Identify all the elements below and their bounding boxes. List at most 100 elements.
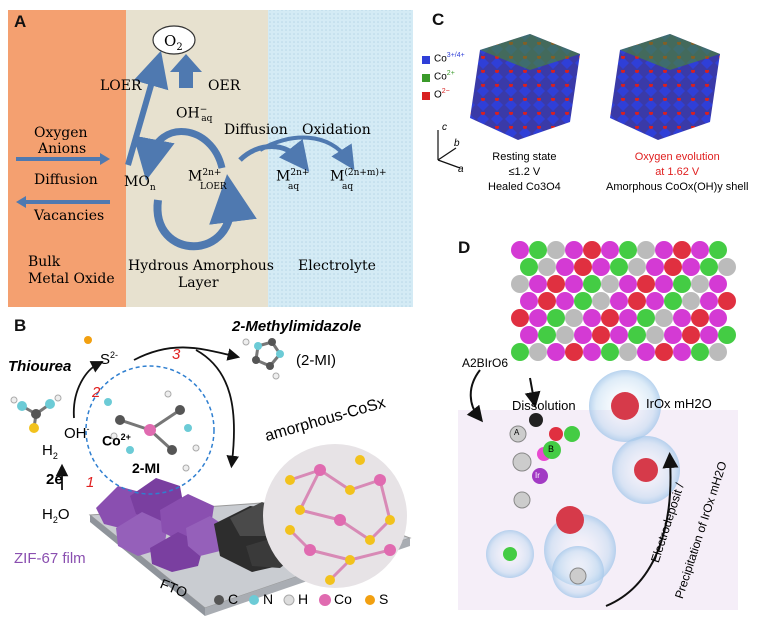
panel-c: C Co3+/4+ Co2+ O2− c b a Resting state ≤…	[420, 0, 757, 210]
lattice-atom	[691, 309, 709, 327]
lattice-atom	[673, 343, 691, 361]
lattice-atom	[601, 241, 619, 259]
hydroxide-label: OH-	[64, 424, 90, 442]
step3-label: 3	[172, 346, 181, 363]
sulfide-ion-label: S2-	[100, 350, 119, 368]
co-mi-complex	[104, 390, 200, 472]
lattice-atom	[556, 258, 574, 276]
lattice-atom	[682, 258, 700, 276]
irox-label: IrOx mH2O	[646, 396, 712, 411]
lattice-atom	[592, 292, 610, 310]
lattice-atom	[511, 343, 529, 361]
m-aq-oxidized-label: M(2n+m)+aq	[330, 168, 387, 192]
lattice-atom	[664, 326, 682, 344]
lattice-atom	[691, 275, 709, 293]
lattice-atom	[619, 309, 637, 327]
lattice-atom	[583, 343, 601, 361]
legend-s: S	[379, 591, 389, 607]
hydrous-label-2: Layer	[178, 275, 219, 291]
lattice-atom	[628, 258, 646, 276]
legend-s-atom	[365, 595, 375, 605]
lattice-atom	[628, 292, 646, 310]
zif67-label: ZIF-67 film	[14, 550, 86, 567]
dissolution-arrow-left	[466, 369, 483, 423]
water-label: H2O	[42, 506, 70, 525]
lattice-atom	[673, 309, 691, 327]
lattice-atom	[682, 326, 700, 344]
lattice-atom	[511, 275, 529, 293]
lattice-atom	[637, 241, 655, 259]
lattice-atom	[637, 343, 655, 361]
methylimidazole-label: 2-Methylimidazole	[232, 318, 362, 335]
panel-a-diagram	[8, 10, 413, 307]
perovskite-lattice	[511, 241, 736, 361]
legend-n-atom	[249, 595, 259, 605]
lattice-atom	[565, 241, 583, 259]
lattice-atom	[619, 275, 637, 293]
lattice-atom	[529, 343, 547, 361]
electron-label: 2e-	[46, 470, 66, 488]
arrow-step3	[133, 346, 241, 361]
step1-label: 1	[86, 474, 95, 491]
oxygen-label: Oxygen	[34, 125, 88, 141]
hydrous-label-1: Hydrous Amorphous	[128, 258, 274, 274]
legend-o: O2−	[434, 88, 450, 101]
oxygen-evolution-caption: Oxygen evolution at 1.62 V Amorphous CoO…	[606, 151, 749, 193]
lattice-atom	[718, 292, 736, 310]
lattice-atom	[565, 309, 583, 327]
ion-a	[509, 425, 527, 443]
lattice-atom	[646, 292, 664, 310]
lattice-atom	[574, 292, 592, 310]
lattice-atom	[610, 326, 628, 344]
panel-b-diagram	[10, 336, 412, 616]
legend-c-atom	[214, 595, 224, 605]
legend-n: N	[263, 591, 274, 607]
hydrogen-label: H2	[42, 442, 58, 461]
ion-ir-label: Ir	[535, 471, 540, 480]
dissolution-arrow-right	[524, 377, 541, 408]
axis-c-label: c	[442, 122, 447, 133]
lattice-atom	[601, 275, 619, 293]
lattice-atom	[547, 309, 565, 327]
arrow-step2	[73, 361, 104, 419]
ion-ir	[532, 468, 548, 484]
methylimidazole-molecule	[242, 338, 284, 380]
diffusion-left-label: Diffusion	[34, 172, 98, 188]
crystal-axes	[437, 130, 461, 169]
lattice-atom	[520, 292, 538, 310]
lattice-atom	[628, 326, 646, 344]
amorphous-zoom-circle	[263, 444, 407, 588]
ion-b	[543, 441, 561, 459]
lattice-atom	[655, 241, 673, 259]
panel-d-diagram	[458, 230, 738, 610]
lattice-atom	[673, 241, 691, 259]
lattice-atom	[538, 326, 556, 344]
lattice-atom	[700, 326, 718, 344]
panel-d: D A2BIrO6 Dissolution IrOx mH2O A B Ir E…	[440, 220, 757, 622]
lattice-atom	[574, 326, 592, 344]
panel-c-label: C	[432, 10, 445, 29]
lattice-atom	[700, 258, 718, 276]
lattice-atom	[700, 292, 718, 310]
panel-b-label: B	[14, 316, 27, 335]
lattice-atom	[610, 292, 628, 310]
lattice-atom	[691, 343, 709, 361]
lattice-atom	[583, 309, 601, 327]
lattice-atom	[718, 326, 736, 344]
lattice-atom	[673, 275, 691, 293]
lattice-atom	[709, 343, 727, 361]
electrolyte-label: Electrolyte	[298, 258, 376, 274]
oxidation-label: Oxidation	[302, 122, 371, 138]
sulfur-atom	[84, 336, 92, 344]
lattice-atom	[646, 258, 664, 276]
oer-label: OER	[208, 78, 241, 94]
bulk-label-1: Bulk	[28, 254, 61, 270]
lattice-atom	[655, 309, 673, 327]
ion-a-label: A	[514, 428, 520, 437]
vacancies-label: Vacancies	[34, 208, 105, 224]
legend-o-swatch	[422, 92, 430, 100]
lattice-atom	[529, 309, 547, 327]
bulk-label-2: Metal Oxide	[28, 271, 115, 287]
lattice-atom	[646, 326, 664, 344]
lattice-atom	[529, 275, 547, 293]
